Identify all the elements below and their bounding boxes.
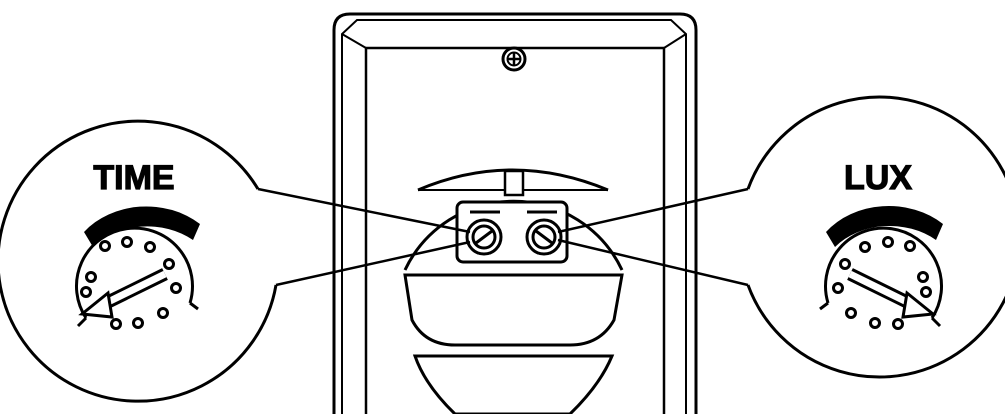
lux-dial-holes (832, 236, 932, 330)
time-callout: TIME (0, 119, 471, 403)
lux-callout-outline (746, 95, 1005, 379)
time-leader-top (257, 187, 471, 234)
time-leader-bottom (275, 240, 471, 287)
lower-lens (412, 354, 615, 416)
lux-knob-small[interactable] (525, 218, 563, 256)
time-knob-small[interactable] (465, 218, 503, 256)
lux-dial[interactable] (819, 226, 943, 330)
arrow-icon (78, 268, 168, 319)
arrow-icon (847, 268, 937, 319)
lux-label: LUX (844, 159, 912, 197)
phillips-screw-icon (501, 46, 527, 72)
time-callout-outline (0, 119, 278, 403)
time-dial[interactable] (75, 226, 199, 330)
lux-leader-bottom (557, 238, 749, 287)
time-label: TIME (93, 159, 174, 197)
lux-leader-top (557, 187, 749, 234)
time-dial-holes (80, 236, 182, 330)
pir-lens (403, 273, 624, 347)
lux-callout: LUX (557, 95, 1005, 379)
housing-bevel (341, 19, 687, 414)
sensor-visor (417, 168, 609, 197)
lux-scale-arc (826, 205, 943, 247)
time-scale-arc (84, 206, 200, 247)
control-panel (455, 200, 569, 264)
housing-outer (332, 12, 698, 414)
